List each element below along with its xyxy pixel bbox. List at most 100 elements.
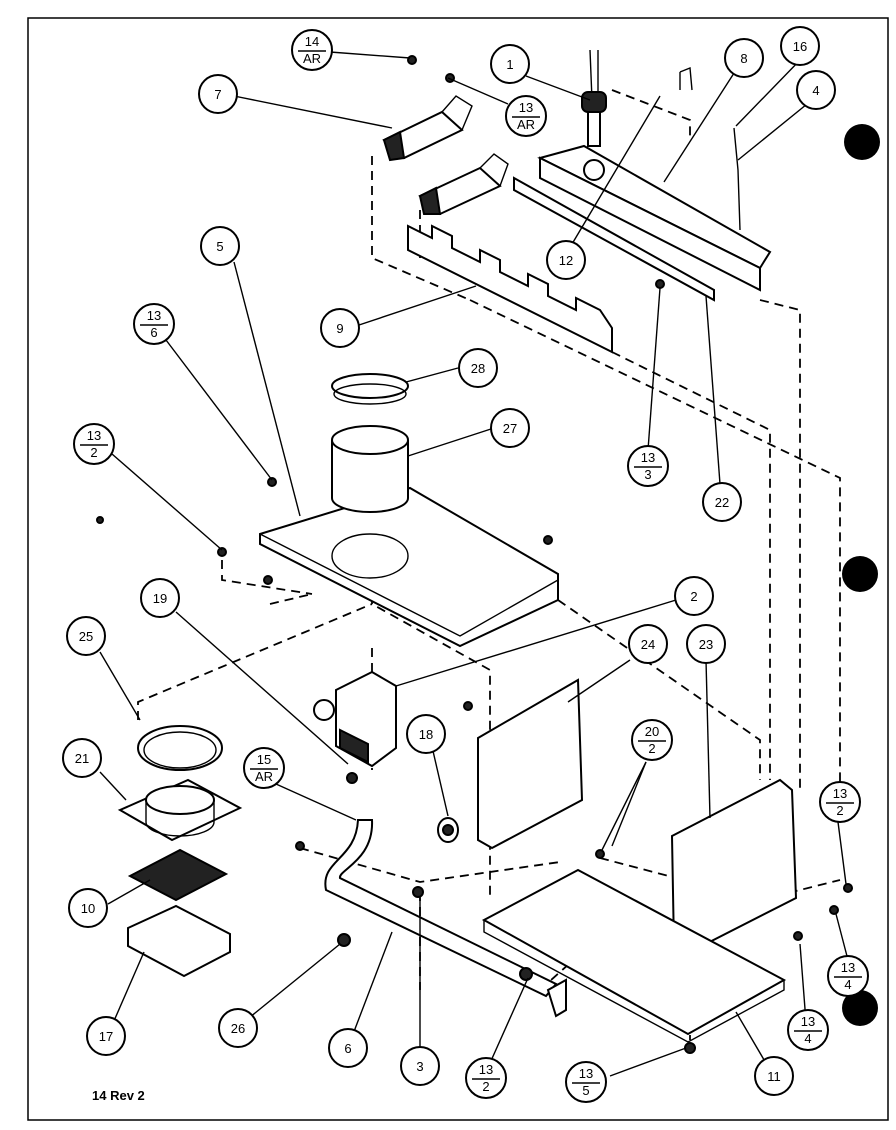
callout-7: 7	[198, 74, 238, 114]
fraction-15-ar-bottom: AR	[255, 769, 273, 784]
burner-assembly	[382, 95, 509, 216]
cover-plate	[259, 486, 559, 648]
callout-24: 24	[628, 624, 668, 664]
fraction-14-ar-bottom: AR	[303, 51, 321, 66]
fraction-13-4-b-bottom: 4	[804, 1031, 811, 1046]
fraction-callout-13-4-a: 13 4	[827, 955, 869, 997]
callout-3-label: 3	[416, 1059, 423, 1074]
callout-11: 11	[754, 1056, 794, 1096]
flue-collar	[331, 425, 409, 513]
fittings	[96, 55, 853, 1054]
callout-2-label: 2	[690, 589, 697, 604]
callout-25-label: 25	[79, 629, 93, 644]
callout-27-label: 27	[503, 421, 517, 436]
callout-25: 25	[66, 616, 106, 656]
fraction-13-2-c-top: 13	[479, 1062, 493, 1077]
fraction-13-4-b-top: 13	[801, 1014, 815, 1029]
fraction-13-ar-bottom: AR	[517, 117, 535, 132]
fraction-callout-20-2: 20 2	[631, 719, 673, 761]
callout-19: 19	[140, 578, 180, 618]
fraction-13-3-top: 13	[641, 450, 655, 465]
flue-ring	[331, 373, 409, 405]
fraction-13-2-a-bottom: 2	[90, 445, 97, 460]
callout-8-label: 8	[740, 51, 747, 66]
fraction-13-ar-top: 13	[519, 100, 533, 115]
callout-1: 1	[490, 44, 530, 84]
callout-16: 16	[780, 26, 820, 66]
callout-23: 23	[686, 624, 726, 664]
callout-28: 28	[458, 348, 498, 388]
callout-19-label: 19	[153, 591, 167, 606]
callout-8: 8	[724, 38, 764, 78]
callout-2: 2	[674, 576, 714, 616]
callout-21: 21	[62, 738, 102, 778]
callout-17-label: 17	[99, 1029, 113, 1044]
burner-bracket	[407, 224, 613, 354]
callout-26: 26	[218, 1008, 258, 1048]
callout-11-label: 11	[767, 1069, 781, 1084]
fraction-14-ar-top: 14	[305, 34, 319, 49]
fraction-callout-13-4-b: 13 4	[787, 1009, 829, 1051]
thermocouple	[733, 127, 741, 231]
fraction-13-5-bottom: 5	[582, 1083, 589, 1098]
binder-hole-middle	[842, 556, 878, 592]
base-pan	[481, 868, 787, 1043]
callout-22: 22	[702, 482, 742, 522]
fraction-20-2-bottom: 2	[648, 741, 655, 756]
callout-4: 4	[796, 70, 836, 110]
binder-hole-top	[844, 124, 880, 160]
callout-27: 27	[490, 408, 530, 448]
callout-10-label: 10	[81, 901, 95, 916]
callout-23-label: 23	[699, 637, 713, 652]
callout-6-label: 6	[344, 1041, 351, 1056]
fraction-13-2-c-bottom: 2	[482, 1079, 489, 1094]
callout-16-label: 16	[793, 39, 807, 54]
fraction-20-2-top: 20	[645, 724, 659, 739]
callout-9: 9	[320, 308, 360, 348]
fraction-13-6-bottom: 6	[150, 325, 157, 340]
fraction-13-4-a-bottom: 4	[844, 977, 851, 992]
callout-3: 3	[400, 1046, 440, 1086]
drip-tray	[127, 904, 231, 978]
fraction-13-4-a-top: 13	[841, 960, 855, 975]
callout-6: 6	[328, 1028, 368, 1068]
page-border	[27, 17, 889, 1121]
callout-5: 5	[200, 226, 240, 266]
fraction-callout-13-6: 13 6	[133, 303, 175, 345]
fraction-13-2-b-bottom: 2	[836, 803, 843, 818]
orifice-spud	[437, 817, 459, 843]
fraction-callout-13-2-c: 13 2	[465, 1057, 507, 1099]
callout-7-label: 7	[214, 87, 221, 102]
fraction-13-3-bottom: 3	[644, 467, 651, 482]
fraction-callout-15-ar: 15 AR	[243, 747, 285, 789]
fraction-callout-13-ar: 13 AR	[505, 95, 547, 137]
fraction-13-2-b-top: 13	[833, 786, 847, 801]
flue-adapter	[117, 725, 243, 842]
callout-12-label: 12	[559, 253, 573, 268]
orifice-valve	[581, 49, 607, 181]
callout-12: 12	[546, 240, 586, 280]
fraction-callout-14-ar: 14 AR	[291, 29, 333, 71]
burner-tube	[324, 819, 567, 1018]
fraction-15-ar-top: 15	[257, 752, 271, 767]
callout-4-label: 4	[812, 83, 819, 98]
back-panel	[477, 678, 584, 850]
fraction-callout-13-3: 13 3	[627, 445, 669, 487]
callout-18-label: 18	[419, 727, 433, 742]
callout-1-label: 1	[506, 57, 513, 72]
callout-5-label: 5	[216, 239, 223, 254]
callout-22-label: 22	[715, 495, 729, 510]
clip	[679, 67, 693, 91]
callout-9-label: 9	[336, 321, 343, 336]
fraction-callout-13-2-a: 13 2	[73, 423, 115, 465]
revision-note: 14 Rev 2	[92, 1088, 145, 1103]
manifold-bar	[513, 144, 772, 302]
callout-28-label: 28	[471, 361, 485, 376]
callout-24-label: 24	[641, 637, 655, 652]
side-panel	[670, 778, 798, 956]
fraction-13-6-top: 13	[147, 308, 161, 323]
gas-valve	[313, 670, 397, 768]
grate	[127, 848, 229, 902]
fraction-13-2-a-top: 13	[87, 428, 101, 443]
